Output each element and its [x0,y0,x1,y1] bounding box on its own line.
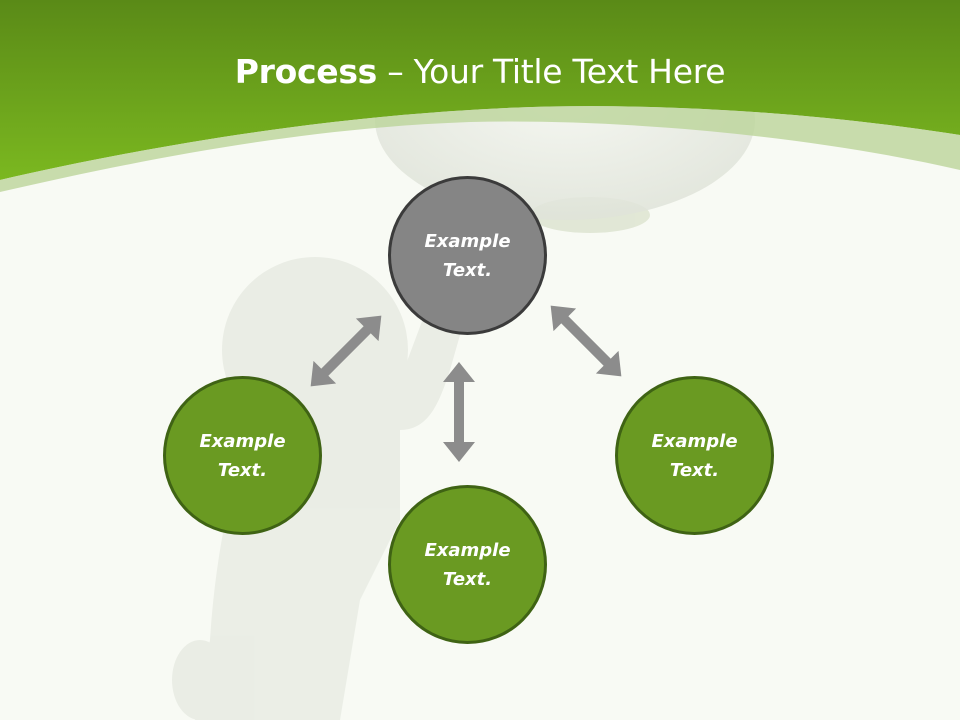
header-swoosh [0,106,960,192]
node-left-line1: Example [199,430,286,452]
node-bottom: Example Text. [388,485,547,644]
node-right: Example Text. [615,376,774,535]
node-right-line1: Example [651,430,738,452]
title-rest: – Your Title Text Here [377,52,726,91]
title-bold: Process [234,52,378,91]
node-top-line2: Text. [442,259,493,281]
node-top: Example Text. [388,176,547,335]
node-bottom-line2: Text. [442,568,493,590]
node-bottom-line1: Example [424,539,511,561]
node-top-line1: Example [424,230,511,252]
page-title: Process – Your Title Text Here [0,52,960,91]
node-left: Example Text. [163,376,322,535]
header-band [0,0,960,180]
node-left-line2: Text. [217,459,268,481]
node-right-line2: Text. [669,459,720,481]
